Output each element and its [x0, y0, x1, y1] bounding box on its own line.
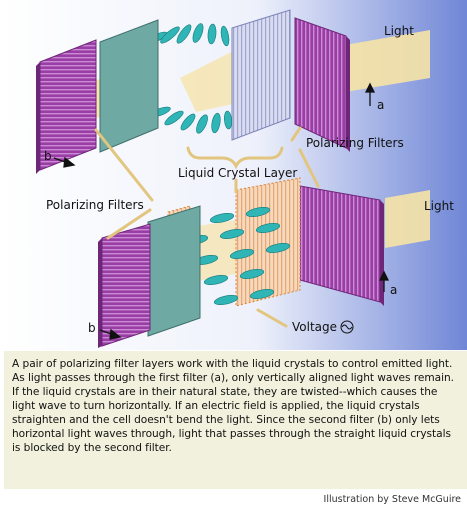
top-right-filter-edge: [346, 36, 350, 152]
callout-lc-brace: [186, 146, 284, 170]
arrow-b-top-head: [63, 156, 76, 168]
top-assembly: [36, 9, 430, 174]
label-light-top: Light: [384, 24, 414, 38]
bottom-assembly: [98, 177, 430, 348]
callout-voltage: [256, 308, 288, 328]
label-a-bottom: a: [390, 283, 397, 297]
illustration-credit: Illustration by Steve McGuire: [323, 494, 461, 505]
top-left-filter-edge: [36, 62, 40, 174]
lcd-diagram: Light a b Polarizing Filters Liquid Crys…: [0, 0, 467, 350]
top-glass-left: [99, 19, 159, 153]
arrow-a-top-head: [364, 82, 376, 93]
label-polarizing-filters-right: Polarizing Filters: [306, 136, 404, 150]
callout-pf-left-bottom: [106, 208, 152, 240]
arrows: [53, 82, 390, 340]
light-beam-top: [345, 30, 430, 92]
label-b-bottom: b: [88, 321, 96, 335]
voltage-symbol: [340, 320, 354, 334]
bottom-left-filter: [101, 223, 151, 347]
light-beam-bottom: [385, 190, 430, 248]
label-voltage: Voltage: [292, 320, 337, 334]
bottom-orange-right: [235, 177, 301, 307]
arrow-b-bottom-head: [109, 328, 122, 340]
top-twisted-crystals: [144, 23, 232, 134]
bottom-left-filter-edge: [98, 238, 102, 348]
label-b-top: b: [44, 149, 52, 163]
bottom-glass-left: [147, 205, 201, 337]
callout-pf-right-bottom: [298, 148, 320, 188]
callout-lines: [94, 126, 320, 328]
arrow-a-bottom-head: [378, 270, 390, 281]
top-glass-right: [231, 9, 291, 141]
callout-pf-right-top: [290, 126, 302, 142]
label-liquid-crystal-layer: Liquid Crystal Layer: [178, 166, 297, 180]
label-light-bottom: Light: [424, 199, 454, 213]
label-polarizing-filters-left: Polarizing Filters: [46, 198, 144, 212]
caption-box: A pair of polarizing filter layers work …: [4, 351, 467, 489]
caption-text: A pair of polarizing filter layers work …: [12, 358, 454, 454]
label-a-top: a: [377, 98, 384, 112]
callout-pf-left-top: [94, 128, 154, 202]
